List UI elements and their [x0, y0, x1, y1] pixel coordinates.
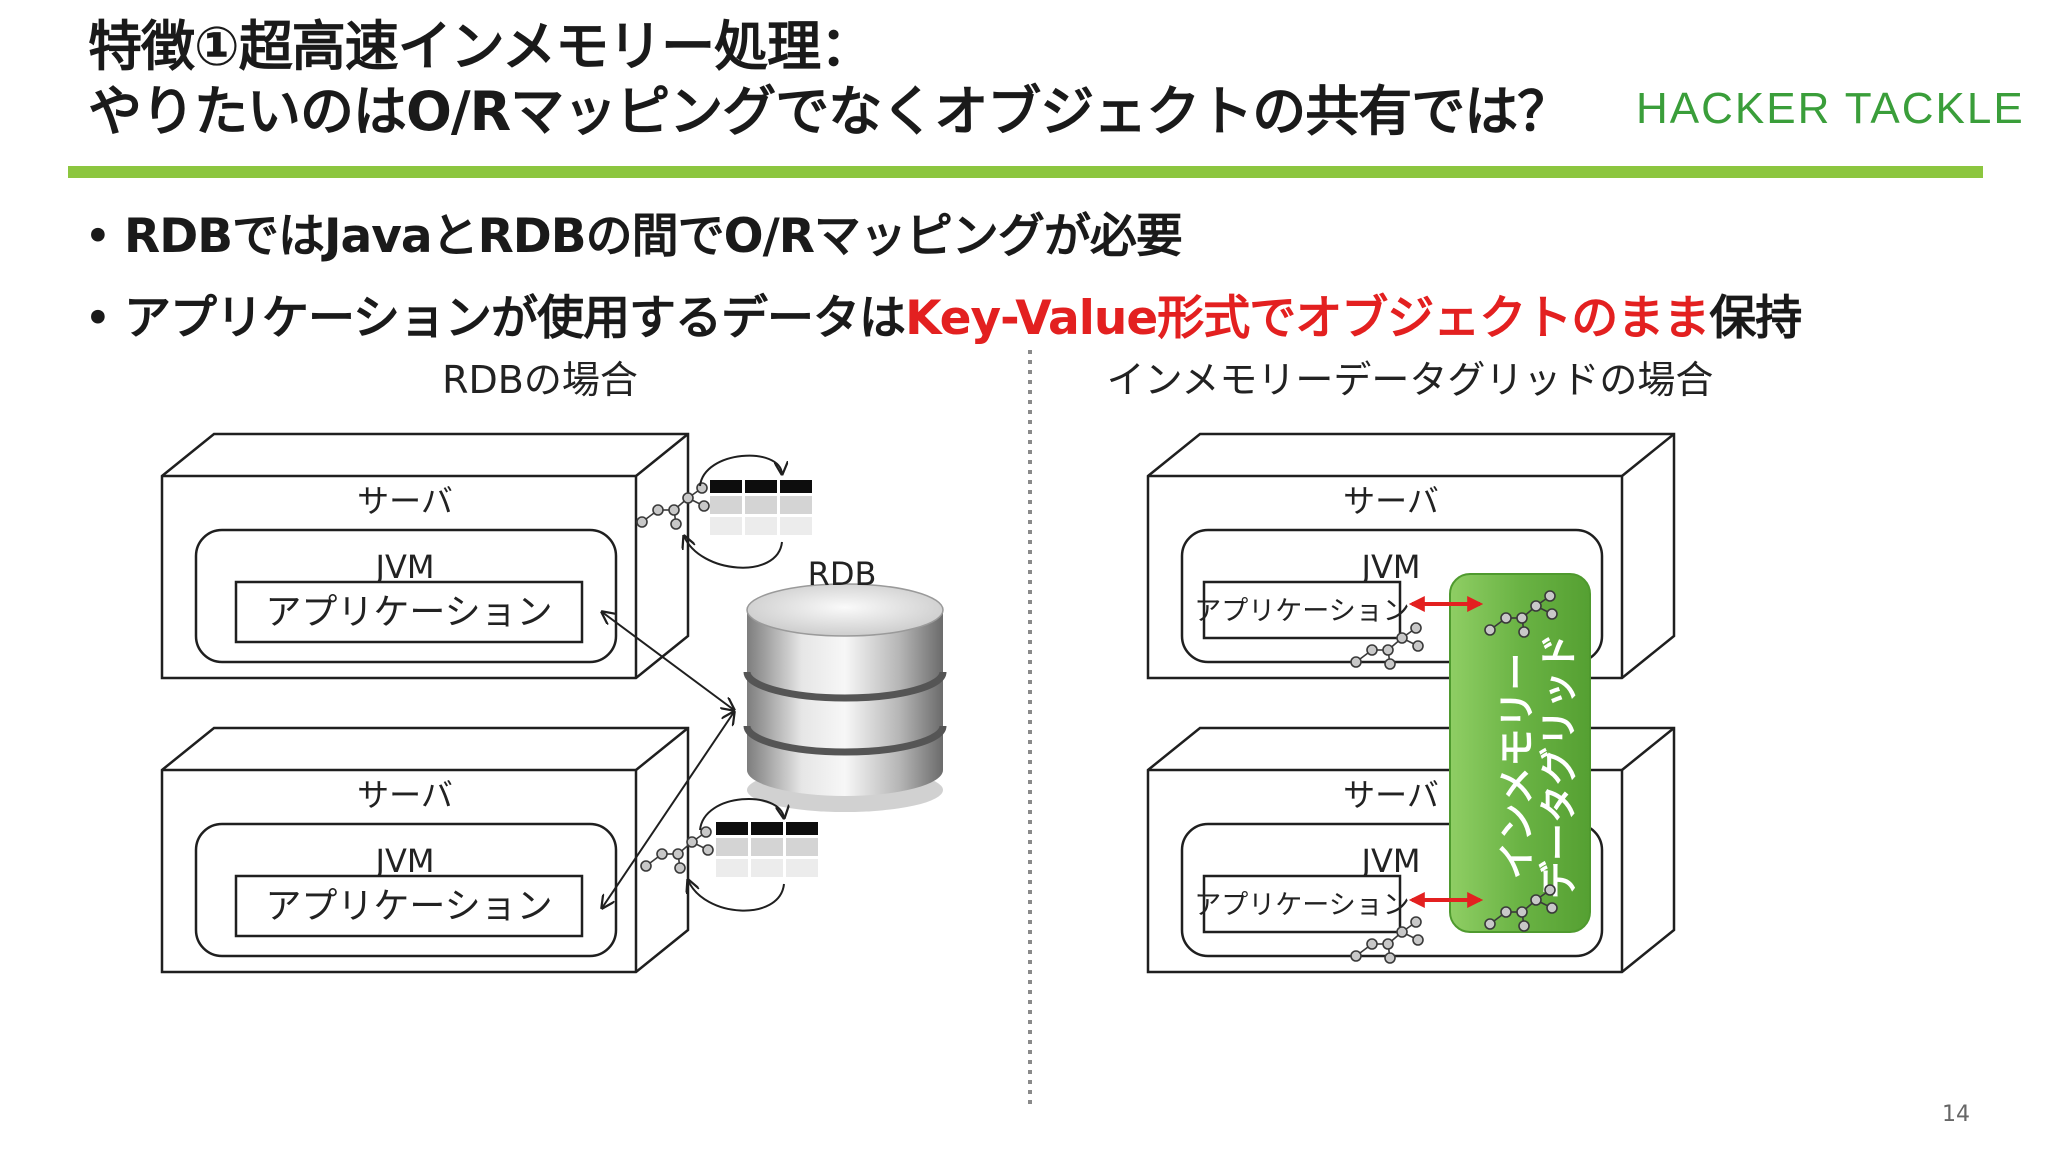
jvm-label: JVM [1360, 548, 1421, 586]
bullet-text-highlight: Key-Value形式でオブジェクトのまま [905, 291, 1710, 346]
imdg-case-caption: インメモリーデータグリッドの場合 [1107, 358, 1714, 402]
application-label: アプリケーション [265, 886, 552, 927]
grid-label-line-1: インメモリー [1495, 653, 1539, 880]
double-arrow-icon [602, 612, 734, 710]
hacker-tackle-logo: HACKER TACKLE [1636, 84, 2025, 133]
bullet-text-post: 保持 [1709, 291, 1802, 346]
application-label: アプリケーション [1194, 890, 1409, 921]
cycle-arrow-icon [688, 880, 785, 912]
server-label: サーバ [357, 482, 453, 520]
cycle-arrow-icon [684, 536, 783, 569]
grid-label-line-2: データグリッド [1537, 633, 1581, 899]
page-number: 14 [1942, 1102, 1970, 1127]
bullet-text-pre: アプリケーションが使用するデータは [124, 291, 906, 346]
server-label: サーバ [357, 776, 453, 814]
table-icon [716, 822, 818, 877]
bullet-dot: • [84, 209, 112, 264]
application-box [234, 580, 584, 644]
server-label: サーバ [1343, 776, 1439, 814]
cycle-arrow-icon [699, 798, 784, 831]
application-box [1202, 874, 1402, 934]
rdb-case-caption: RDBの場合 [442, 358, 638, 402]
application-label: アプリケーション [265, 592, 552, 633]
cycle-arrow-icon [699, 454, 782, 487]
rdb-label: RDB [808, 555, 877, 593]
application-box [234, 874, 584, 938]
database-icon [743, 583, 947, 812]
bullet-text: RDBではJavaとRDBの間でO/Rマッピングが必要 [124, 209, 1183, 264]
bullet-list: • RDBではJavaとRDBの間でO/Rマッピングが必要 • アプリケーション… [84, 196, 1802, 360]
title-line-1: 特徴①超高速インメモリー処理： [88, 15, 874, 78]
in-memory-data-grid [1449, 573, 1591, 933]
bullet-dot: • [84, 291, 112, 346]
application-box [1202, 580, 1402, 640]
jvm-label: JVM [374, 548, 435, 586]
server-label: サーバ [1343, 482, 1439, 520]
jvm-label: JVM [1360, 842, 1421, 880]
application-label: アプリケーション [1194, 596, 1409, 627]
title-line-2: やりたいのはO/Rマッピングでなくオブジェクトの共有では？ [88, 80, 1571, 144]
table-icon [710, 480, 812, 535]
bullet-item: • RDBではJavaとRDBの間でO/Rマッピングが必要 [84, 196, 1801, 278]
double-arrow-icon [602, 712, 734, 908]
slide-title: 特徴①超高速インメモリー処理： やりたいのはO/Rマッピングでなくオブジェクトの… [88, 14, 1571, 145]
title-divider [68, 166, 1983, 178]
jvm-label: JVM [374, 842, 435, 880]
